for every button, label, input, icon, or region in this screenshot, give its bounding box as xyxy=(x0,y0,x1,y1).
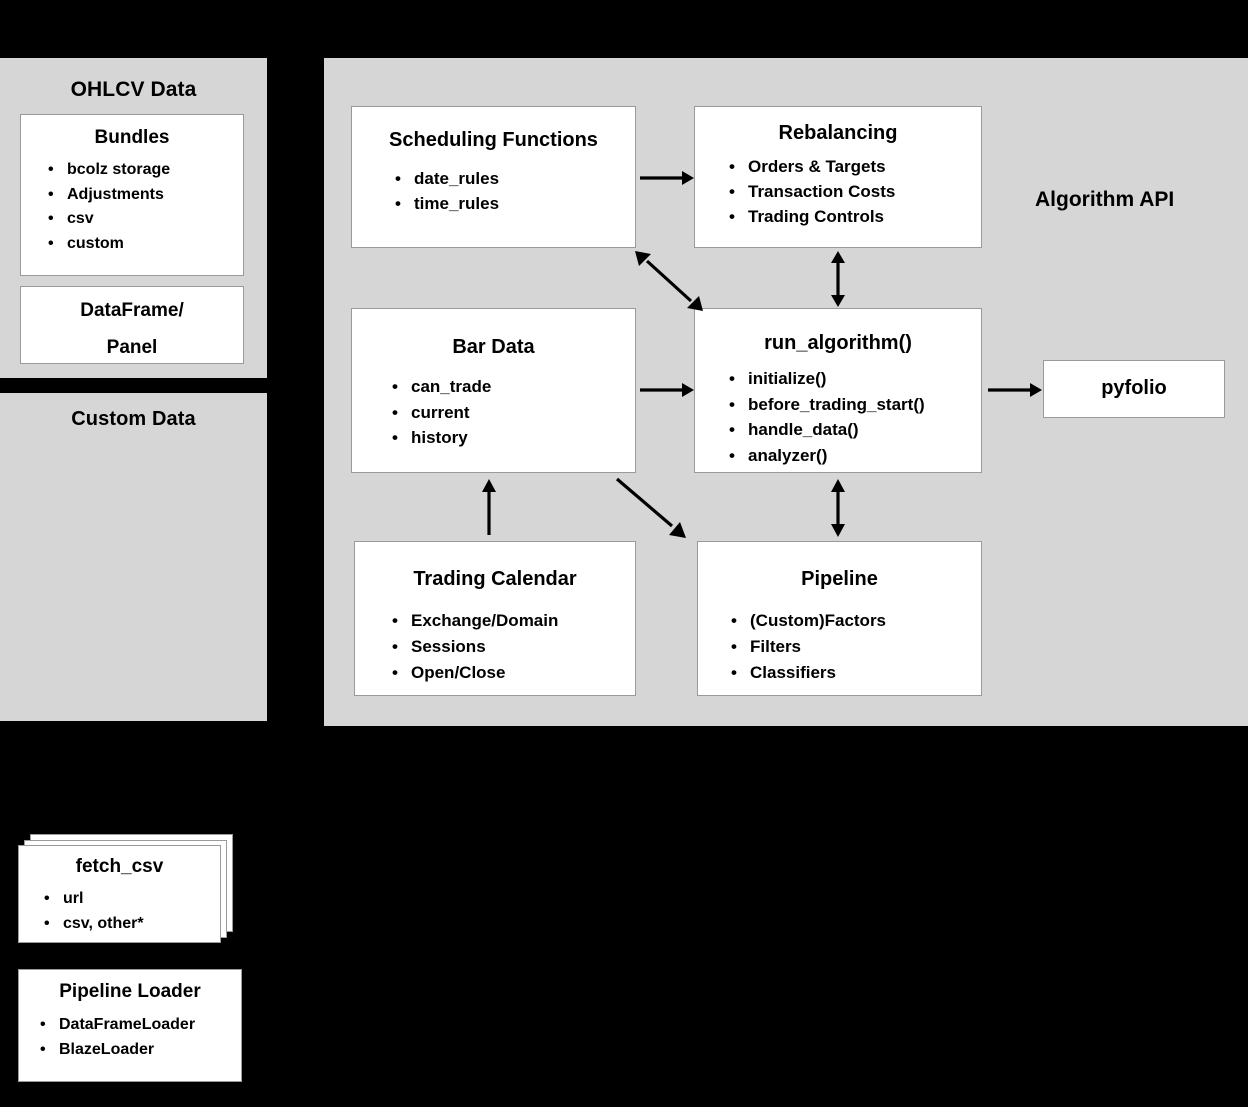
arrow-scheduling-to-run-algorithm xyxy=(635,251,703,311)
list-item: Sessions xyxy=(392,634,635,660)
trading-calendar-card[interactable]: Trading Calendar Exchange/Domain Session… xyxy=(354,541,636,696)
list-item: csv, other* xyxy=(44,912,220,937)
scheduling-functions-card[interactable]: Scheduling Functions date_rules time_rul… xyxy=(351,106,636,248)
list-item: custom xyxy=(48,232,243,257)
list-item: BlazeLoader xyxy=(40,1037,241,1062)
list-item: before_trading_start() xyxy=(729,392,981,418)
pipeline-list: (Custom)Factors Filters Classifiers xyxy=(731,608,981,686)
list-item: Transaction Costs xyxy=(729,179,981,204)
list-item: can_trade xyxy=(392,374,635,400)
dataframe-panel-card[interactable]: DataFrame/ Panel xyxy=(20,286,244,364)
pipeline-loader-card[interactable]: Pipeline Loader DataFrameLoader BlazeLoa… xyxy=(18,969,242,1082)
bundles-card[interactable]: Bundles bcolz storage Adjustments csv cu… xyxy=(20,114,244,276)
list-item: current xyxy=(392,400,635,426)
list-item: Exchange/Domain xyxy=(392,608,635,634)
list-item: Filters xyxy=(731,634,981,660)
trading-calendar-list: Exchange/Domain Sessions Open/Close xyxy=(392,608,635,686)
list-item: bcolz storage xyxy=(48,158,243,183)
pyfolio-card[interactable]: pyfolio xyxy=(1043,360,1225,418)
list-item: time_rules xyxy=(395,191,635,216)
bar-data-list: can_trade current history xyxy=(392,374,635,451)
pyfolio-card-title: pyfolio xyxy=(1101,377,1167,399)
ohlcv-panel-title: OHLCV Data xyxy=(70,78,197,101)
list-item: Adjustments xyxy=(48,183,243,208)
algorithm-api-panel: Algorithm API Scheduling Functions date_… xyxy=(324,58,1248,726)
list-item: url xyxy=(44,887,220,912)
rebalancing-card-title: Rebalancing xyxy=(778,122,898,144)
rebalancing-card[interactable]: Rebalancing Orders & Targets Transaction… xyxy=(694,106,982,248)
algorithm-api-title: Algorithm API xyxy=(1035,188,1175,211)
fetch-csv-card-title: fetch_csv xyxy=(75,856,164,877)
dataframe-card-title-line2: Panel xyxy=(106,337,158,358)
arrow-bar-data-to-run-algorithm xyxy=(640,383,694,397)
arrow-rebalancing-to-run-algorithm xyxy=(831,251,845,307)
list-item: initialize() xyxy=(729,366,981,392)
pipeline-loader-list: DataFrameLoader BlazeLoader xyxy=(40,1012,241,1062)
run-algorithm-card-title: run_algorithm() xyxy=(764,332,912,354)
bar-data-card[interactable]: Bar Data can_trade current history xyxy=(351,308,636,473)
trading-calendar-card-title: Trading Calendar xyxy=(413,568,577,590)
list-item: date_rules xyxy=(395,166,635,191)
fetch-csv-list: url csv, other* xyxy=(44,887,220,937)
arrow-bar-data-to-pipeline xyxy=(615,477,686,538)
list-item: Orders & Targets xyxy=(729,154,981,179)
custom-data-panel: Custom Data fetch_csv url csv, other* Pi… xyxy=(0,393,267,1106)
scheduling-functions-list: date_rules time_rules xyxy=(395,166,635,216)
list-item: handle_data() xyxy=(729,417,981,443)
arrow-scheduling-to-rebalancing xyxy=(640,171,694,185)
ohlcv-data-panel: OHLCV Data Bundles bcolz storage Adjustm… xyxy=(0,58,267,378)
list-item: csv xyxy=(48,207,243,232)
list-item: (Custom)Factors xyxy=(731,608,981,634)
bar-data-card-title: Bar Data xyxy=(452,336,535,358)
rebalancing-list: Orders & Targets Transaction Costs Tradi… xyxy=(729,154,981,229)
scheduling-functions-card-title: Scheduling Functions xyxy=(389,129,598,151)
list-item: history xyxy=(392,425,635,451)
diagram-canvas: OHLCV Data Bundles bcolz storage Adjustm… xyxy=(0,0,1248,726)
custom-panel-title: Custom Data xyxy=(71,408,196,430)
pipeline-card-title: Pipeline xyxy=(801,568,878,590)
bundles-list: bcolz storage Adjustments csv custom xyxy=(48,158,243,257)
list-item: DataFrameLoader xyxy=(40,1012,241,1037)
arrow-run-algorithm-to-pyfolio xyxy=(988,383,1042,397)
run-algorithm-card[interactable]: run_algorithm() initialize() before_trad… xyxy=(694,308,982,473)
run-algorithm-list: initialize() before_trading_start() hand… xyxy=(729,366,981,469)
pipeline-loader-card-title: Pipeline Loader xyxy=(59,981,201,1002)
bundles-card-title: Bundles xyxy=(94,127,170,148)
list-item: Open/Close xyxy=(392,660,635,686)
arrow-trading-calendar-to-bar-data xyxy=(482,479,496,535)
pipeline-card[interactable]: Pipeline (Custom)Factors Filters Classif… xyxy=(697,541,982,696)
dataframe-card-title-line1: DataFrame/ xyxy=(80,300,184,321)
fetch-csv-card[interactable]: fetch_csv url csv, other* xyxy=(18,845,221,943)
list-item: Trading Controls xyxy=(729,204,981,229)
custom-data-footnote: *requires patching zipline xyxy=(36,1089,231,1106)
list-item: analyzer() xyxy=(729,443,981,469)
list-item: Classifiers xyxy=(731,660,981,686)
arrow-pipeline-to-run-algorithm xyxy=(831,479,845,537)
